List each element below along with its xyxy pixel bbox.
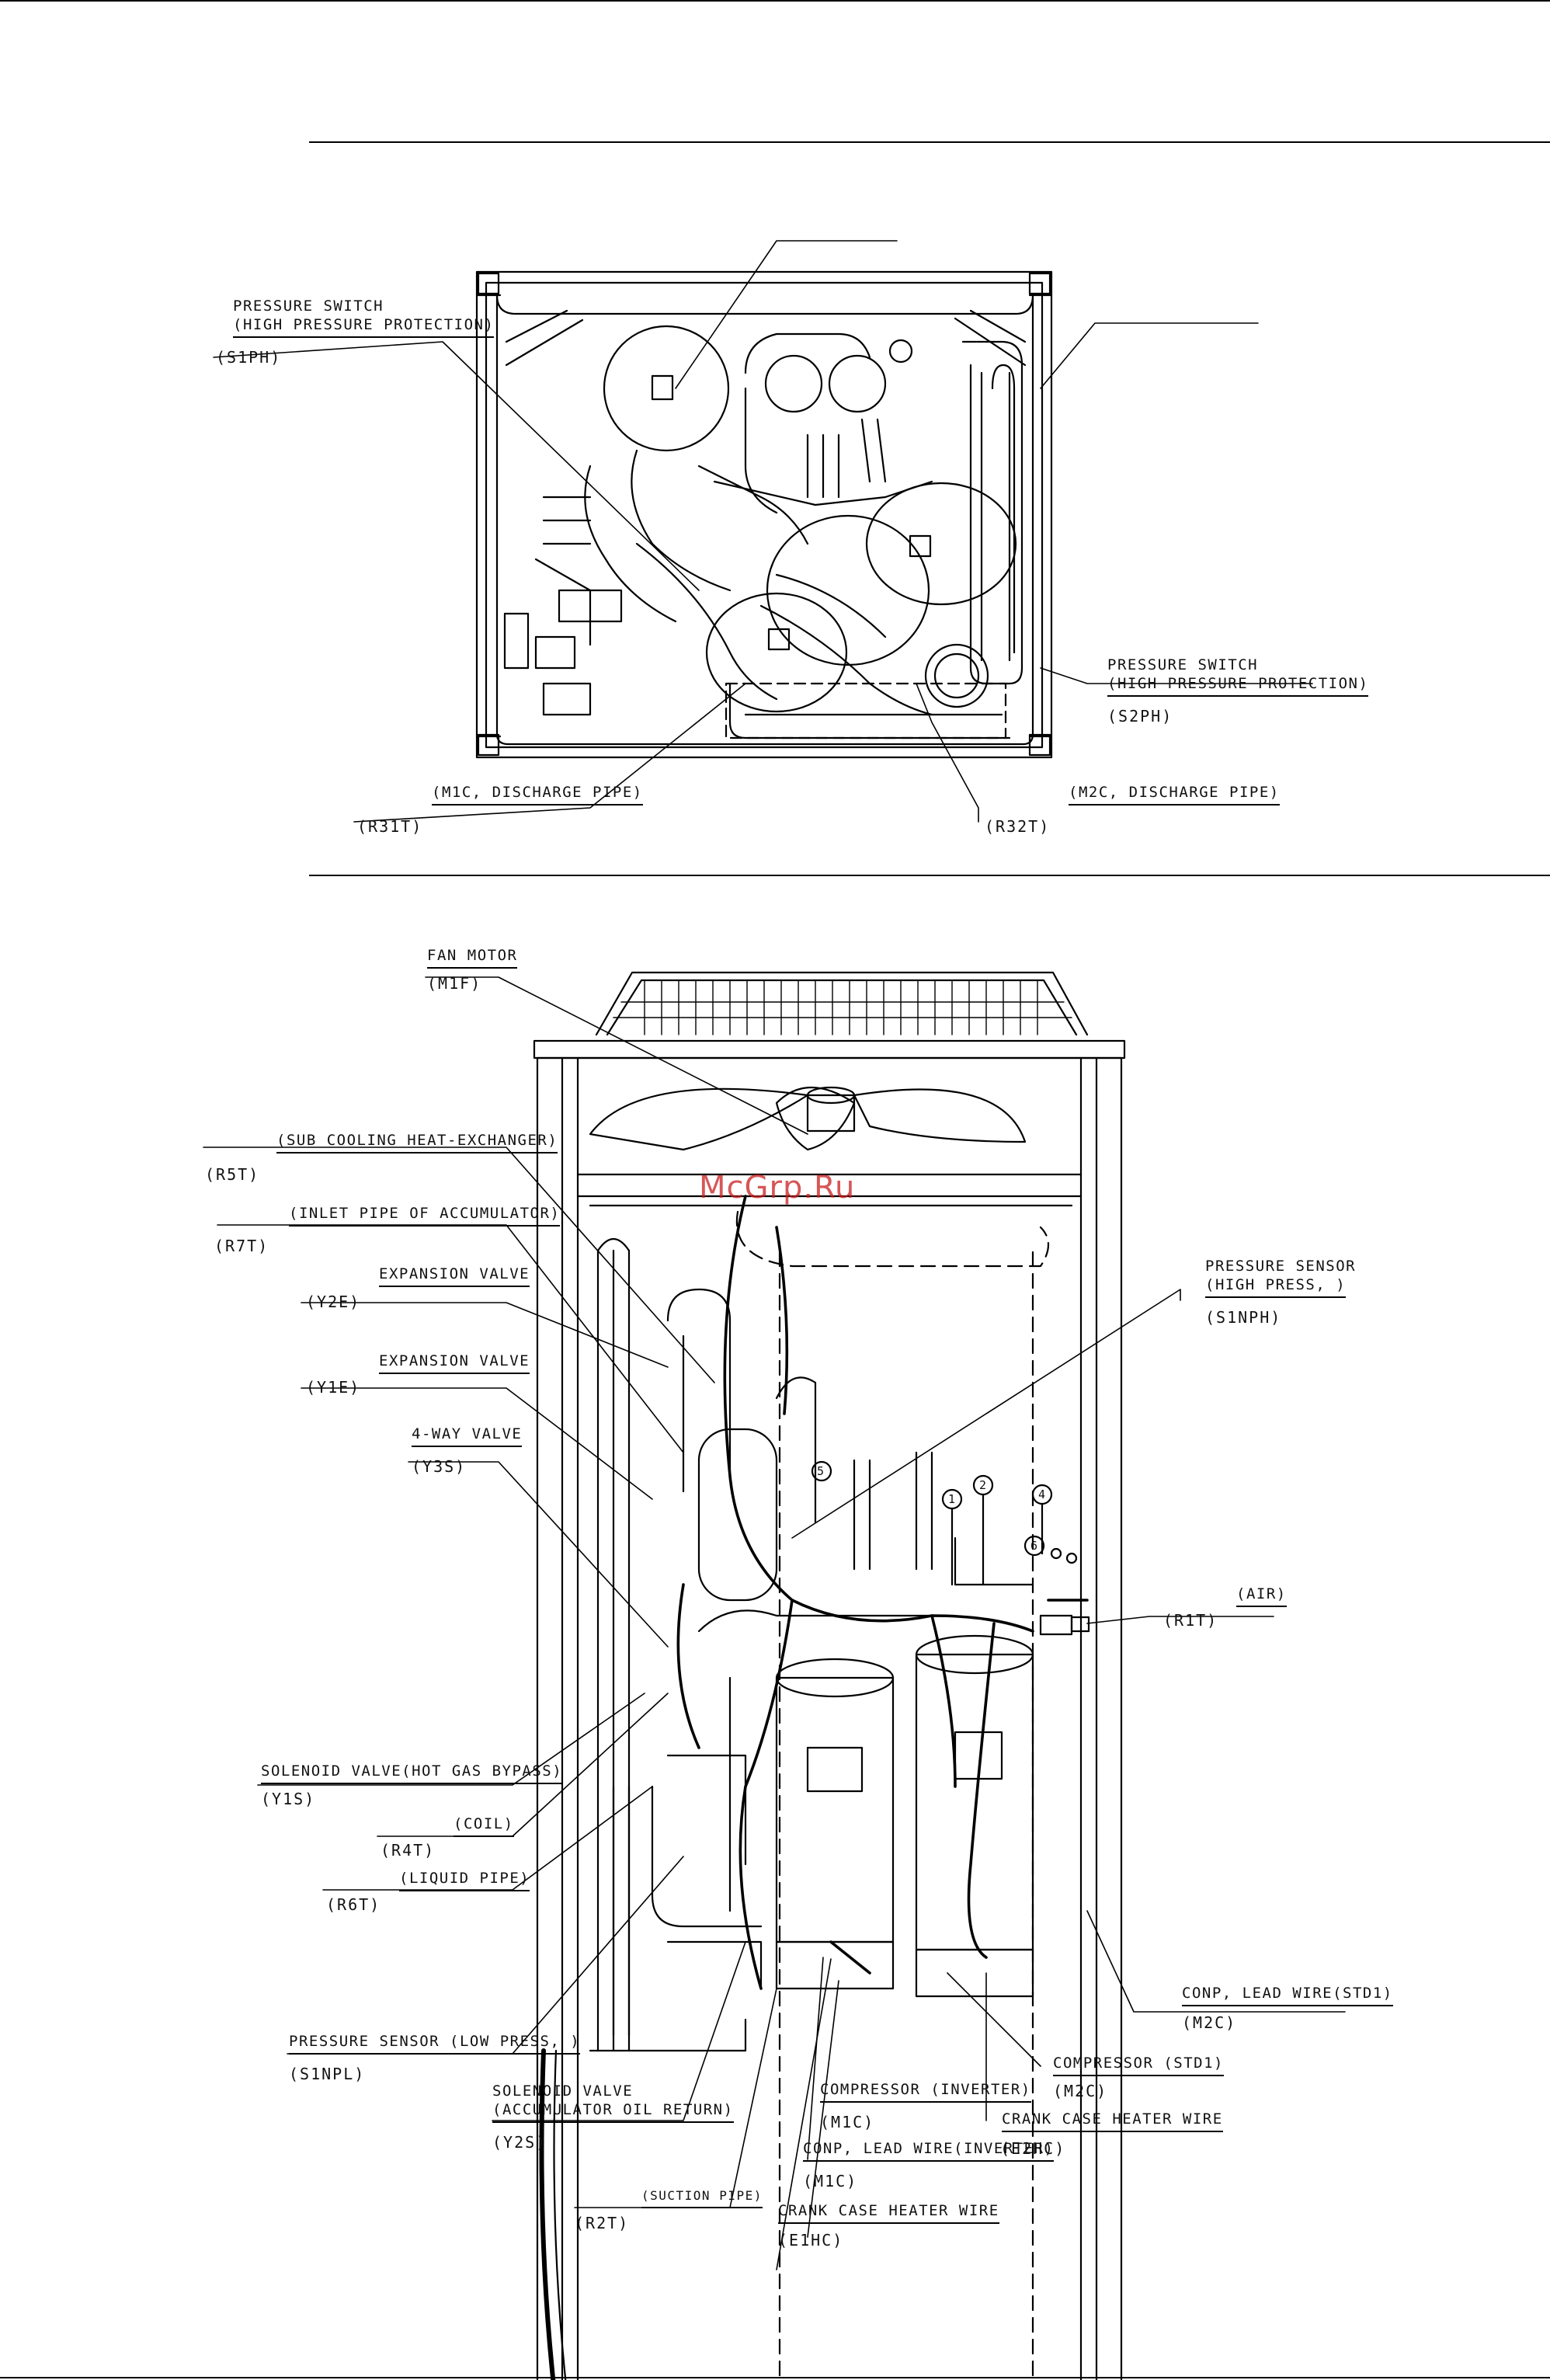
label-s1ph-code: (S1PH) — [216, 348, 282, 367]
label-r7t-code: (R7T) — [214, 1237, 269, 1255]
section-divider-middle — [309, 875, 1550, 876]
label-s1npl-code: (S1NPL) — [289, 2065, 366, 2083]
top-view-leader-lines — [213, 240, 1313, 823]
label-m2c-lead-name: CONP, LEAD WIRE(STD1) — [1182, 1984, 1393, 2006]
label-y3s-code: (Y3S) — [412, 1457, 467, 1476]
label-r7t-desc: (INLET PIPE OF ACCUMULATOR) — [289, 1204, 561, 1227]
label-r4t-code: (R4T) — [381, 1841, 436, 1860]
label-m1c-name: COMPRESSOR (INVERTER) — [820, 2080, 1031, 2103]
section-divider-top — [309, 141, 1550, 143]
label-s1npl-name: PRESSURE SENSOR (LOW PRESS, ) — [289, 2032, 581, 2055]
label-y3s-name: 4-WAY VALVE — [412, 1425, 523, 1447]
circled-number-6: 6 — [1030, 1539, 1038, 1553]
label-m1c-lead-name: CONP, LEAD WIRE(INVERTER) — [803, 2139, 1055, 2162]
circled-number-1: 1 — [948, 1492, 956, 1506]
label-e2hc-name: CRANK CASE HEATER WIRE — [1002, 2110, 1223, 2132]
label-y2e-name: EXPANSION VALVE — [379, 1265, 530, 1287]
label-r6t-desc: (LIQUID PIPE) — [399, 1869, 530, 1891]
page-top-border — [0, 0, 1550, 2]
label-s2ph-code: (S2PH) — [1107, 707, 1173, 725]
label-r32t-code: (R32T) — [985, 817, 1051, 836]
label-e1hc-code: (E1HC) — [778, 2231, 844, 2250]
label-y2s-code: (Y2S) — [492, 2133, 547, 2152]
label-e1hc-name: CRANK CASE HEATER WIRE — [778, 2201, 999, 2224]
label-r1t-code: (R1T) — [1163, 1611, 1218, 1630]
label-m2c-name: COMPRESSOR (STD1) — [1053, 2054, 1224, 2076]
label-s1nph-code: (S1NPH) — [1205, 1308, 1282, 1327]
label-r2t-desc: (SUCTION PIPE) — [641, 2186, 763, 2208]
label-r1t-desc: (AIR) — [1236, 1585, 1287, 1607]
label-s1nph-name: PRESSURE SENSOR — [1205, 1258, 1357, 1275]
label-r5t-code: (R5T) — [205, 1165, 260, 1184]
label-r6t-code: (R6T) — [326, 1895, 381, 1914]
label-r2t-code: (R2T) — [575, 2214, 630, 2232]
page-bottom-border — [0, 2377, 1550, 2378]
label-m2c-lead-code: (M2C) — [1182, 2013, 1237, 2032]
label-s2ph-desc: (HIGH PRESSURE PROTECTION) — [1107, 674, 1369, 697]
label-m2c-code: (M2C) — [1053, 2082, 1108, 2100]
label-m1f-name: FAN MOTOR — [427, 946, 518, 969]
watermark: McGrp.Ru — [699, 1170, 856, 1206]
top-view-drawing — [475, 270, 1053, 759]
label-s1nph-desc: (HIGH PRESS, ) — [1205, 1275, 1347, 1298]
label-r31t-desc: (M1C, DISCHARGE PIPE) — [432, 783, 643, 806]
label-r31t-code: (R31T) — [357, 817, 423, 836]
label-y1e-code: (Y1E) — [306, 1378, 361, 1397]
label-y1s-code: (Y1S) — [261, 1790, 316, 1808]
label-y1s-name: SOLENOID VALVE(HOT GAS BYPASS) — [261, 1762, 563, 1784]
label-s1ph-name: PRESSURE SWITCH — [233, 298, 384, 315]
label-e2hc-code: (E2HC) — [1000, 2139, 1066, 2158]
label-y1e-name: EXPANSION VALVE — [379, 1352, 530, 1374]
label-s2ph-name: PRESSURE SWITCH — [1107, 656, 1259, 673]
label-m1c-code: (M1C) — [820, 2113, 875, 2131]
front-view-drawing — [533, 971, 1126, 2380]
label-s1ph-desc: (HIGH PRESSURE PROTECTION) — [233, 315, 495, 338]
circled-number-5: 5 — [817, 1464, 825, 1478]
label-y2s-name: SOLENOID VALVE — [492, 2082, 634, 2100]
circled-number-2: 2 — [979, 1478, 987, 1492]
circled-number-4: 4 — [1038, 1488, 1046, 1501]
label-r4t-desc: (COIL) — [454, 1815, 514, 1837]
label-y2s-desc: (ACCUMULATOR OIL RETURN) — [492, 2100, 734, 2123]
label-r5t-desc: (SUB COOLING HEAT-EXCHANGER) — [276, 1131, 558, 1153]
label-y2e-code: (Y2E) — [306, 1293, 361, 1311]
label-m1c-lead-code: (M1C) — [803, 2172, 858, 2190]
label-r32t-desc: (M2C, DISCHARGE PIPE) — [1069, 783, 1280, 806]
label-m1f-code: (M1F) — [427, 974, 482, 993]
